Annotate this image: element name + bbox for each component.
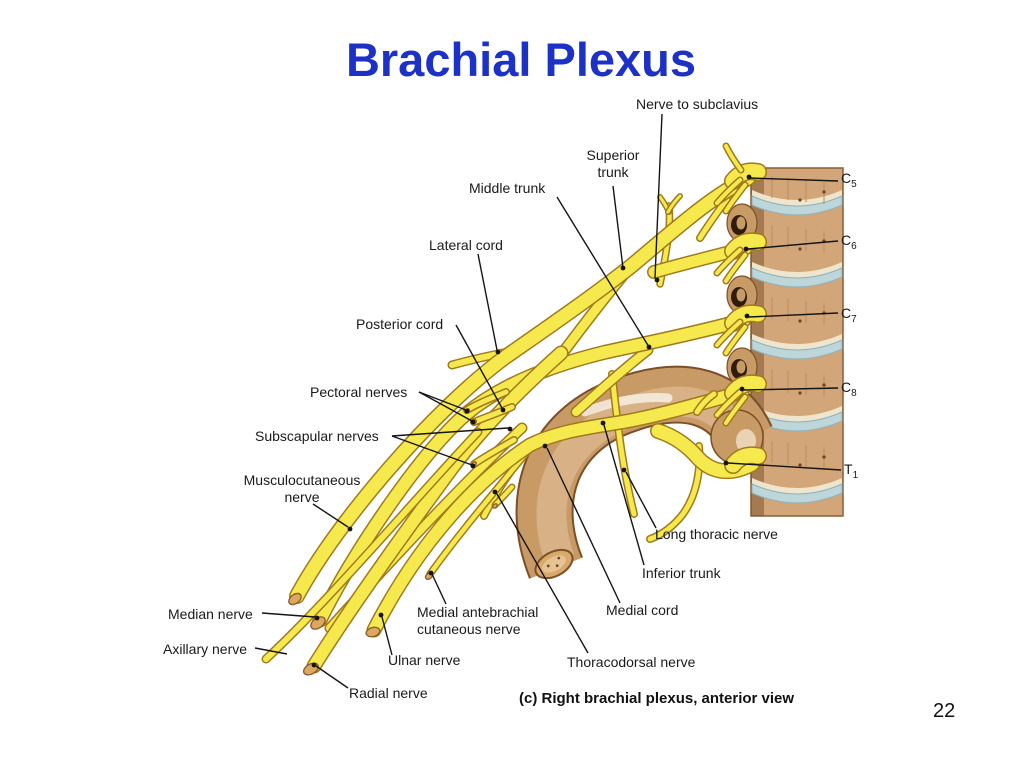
superior-trunk-musculocutaneous-strand (290, 171, 755, 603)
label-radial-nerve: Radial nerve (349, 685, 428, 701)
leader-line-posterior-cord (455, 324, 503, 409)
label-inferior-trunk: Inferior trunk (642, 565, 721, 581)
long-thoracic-nerve-strand (609, 371, 637, 517)
leader-line-medial-cord (546, 447, 621, 604)
leader-line-subscapular-nerves (391, 427, 509, 437)
label-long-thoracic-nerve: Long thoracic nerve (655, 526, 778, 542)
label-medial-cord: Medial cord (606, 602, 679, 618)
leader-dot-lateral-cord (495, 349, 501, 355)
label-ulnar-nerve: Ulnar nerve (388, 652, 461, 668)
leader-line-pectoral-nerves (418, 391, 467, 411)
label-c5: C5 (841, 170, 857, 190)
leader-line-pectoral-nerves (418, 391, 473, 422)
leader-dot-pectoral-nerves (464, 408, 470, 414)
pectoral-nerve-stump (464, 389, 509, 413)
label-c8: C8 (841, 379, 857, 399)
subscapular-nerve-stump (471, 437, 517, 467)
label-t1: T1 (844, 461, 859, 481)
leader-dot-radial-nerve (311, 662, 317, 668)
leader-line-t1 (727, 462, 842, 471)
middle-trunk-median-strand (314, 314, 750, 626)
leader-dot-medial-antebrachial-cutaneous-nerve (428, 570, 434, 576)
leader-line-medial-antebrachial-cutaneous-nerve (431, 573, 447, 605)
leader-line-inferior-trunk (603, 424, 645, 566)
leader-line-c7 (748, 312, 839, 318)
leader-dot-median-nerve (314, 615, 320, 621)
leader-line-axillary-nerve (254, 647, 288, 655)
leader-dot-inferior-trunk (600, 420, 606, 426)
nerve-plexus-illustration (261, 142, 767, 674)
spinal-nerve-roots (713, 142, 767, 474)
slide-title: Brachial Plexus (345, 33, 697, 86)
label-posterior-cord: Posterior cord (356, 316, 444, 332)
leader-dot-subscapular-nerves (470, 463, 476, 469)
leader-line-nerve-to-subclavius (654, 113, 663, 279)
leader-dot-subscapular-nerves (507, 426, 513, 432)
leader-lines-layer (254, 113, 842, 689)
leader-line-subscapular-nerves (391, 435, 473, 466)
leader-dot-medial-cord (542, 443, 548, 449)
leader-dot-c5 (746, 174, 752, 180)
leader-dot-t1 (723, 460, 729, 466)
leader-dot-superior-trunk (620, 265, 626, 271)
posterior-cord-radial-strand (308, 347, 567, 672)
leader-line-middle-trunk (556, 196, 650, 348)
label-lateral-cord: Lateral cord (429, 237, 503, 253)
leader-dot-musculocutaneous-nerve (347, 526, 353, 532)
leader-dot-thoracodorsal-nerve (492, 489, 498, 495)
leader-dot-c7 (744, 313, 750, 319)
leader-dot-ulnar-nerve (378, 612, 384, 618)
leader-dot-c8 (739, 386, 745, 392)
figure-caption: (c) Right brachial plexus, anterior view (519, 690, 795, 707)
leader-line-lateral-cord (477, 253, 498, 351)
label-thoracodorsal-nerve: Thoracodorsal nerve (567, 654, 696, 670)
label-musculocutaneous-nerve: Musculocutaneous nerve (243, 472, 361, 505)
label-subscapular-nerves: Subscapular nerves (255, 428, 379, 444)
leader-line-c6 (747, 240, 839, 250)
label-c7: C7 (841, 305, 857, 325)
leader-dot-middle-trunk (646, 344, 652, 350)
leader-line-long-thoracic-nerve (625, 471, 657, 529)
leader-dot-long-thoracic-nerve (621, 467, 627, 473)
inferior-trunk-ulnar-strand (368, 386, 748, 636)
axillary-nerve-strand (263, 429, 481, 662)
label-superior-trunk: Superior trunk (586, 147, 640, 180)
leader-line-radial-nerve (315, 665, 349, 689)
spine-illustration (726, 167, 844, 517)
leader-dot-posterior-cord (500, 407, 506, 413)
pectoral-nerve-stump (471, 404, 515, 425)
label-c6: C6 (841, 232, 857, 252)
leader-line-ulnar-nerve (381, 616, 393, 656)
leader-dot-c6 (743, 246, 749, 252)
leader-line-superior-trunk (612, 185, 624, 269)
leader-line-thoracodorsal-nerve (496, 493, 589, 654)
label-axillary-nerve: Axillary nerve (163, 641, 248, 657)
label-middle-trunk: Middle trunk (469, 180, 546, 196)
label-median-nerve: Median nerve (168, 606, 253, 622)
leader-line-c8 (743, 387, 839, 391)
leader-dot-pectoral-nerves (470, 419, 476, 425)
leader-line-c5 (749, 177, 839, 182)
leader-line-median-nerve (261, 612, 316, 618)
label-nerve-to-subclavius: Nerve to subclavius (636, 96, 759, 112)
upper-root-branch (697, 196, 730, 241)
leader-line-musculocutaneous-nerve (312, 503, 349, 528)
leader-dot-nerve-to-subclavius (654, 277, 660, 283)
label-medial-antebrachial-cutaneous-nerve: Medial antebrachial cutaneous nerve (417, 604, 539, 637)
rib-cut-face (534, 548, 574, 580)
label-pectoral-nerves: Pectoral nerves (310, 384, 408, 400)
page-number: 22 (933, 700, 956, 722)
